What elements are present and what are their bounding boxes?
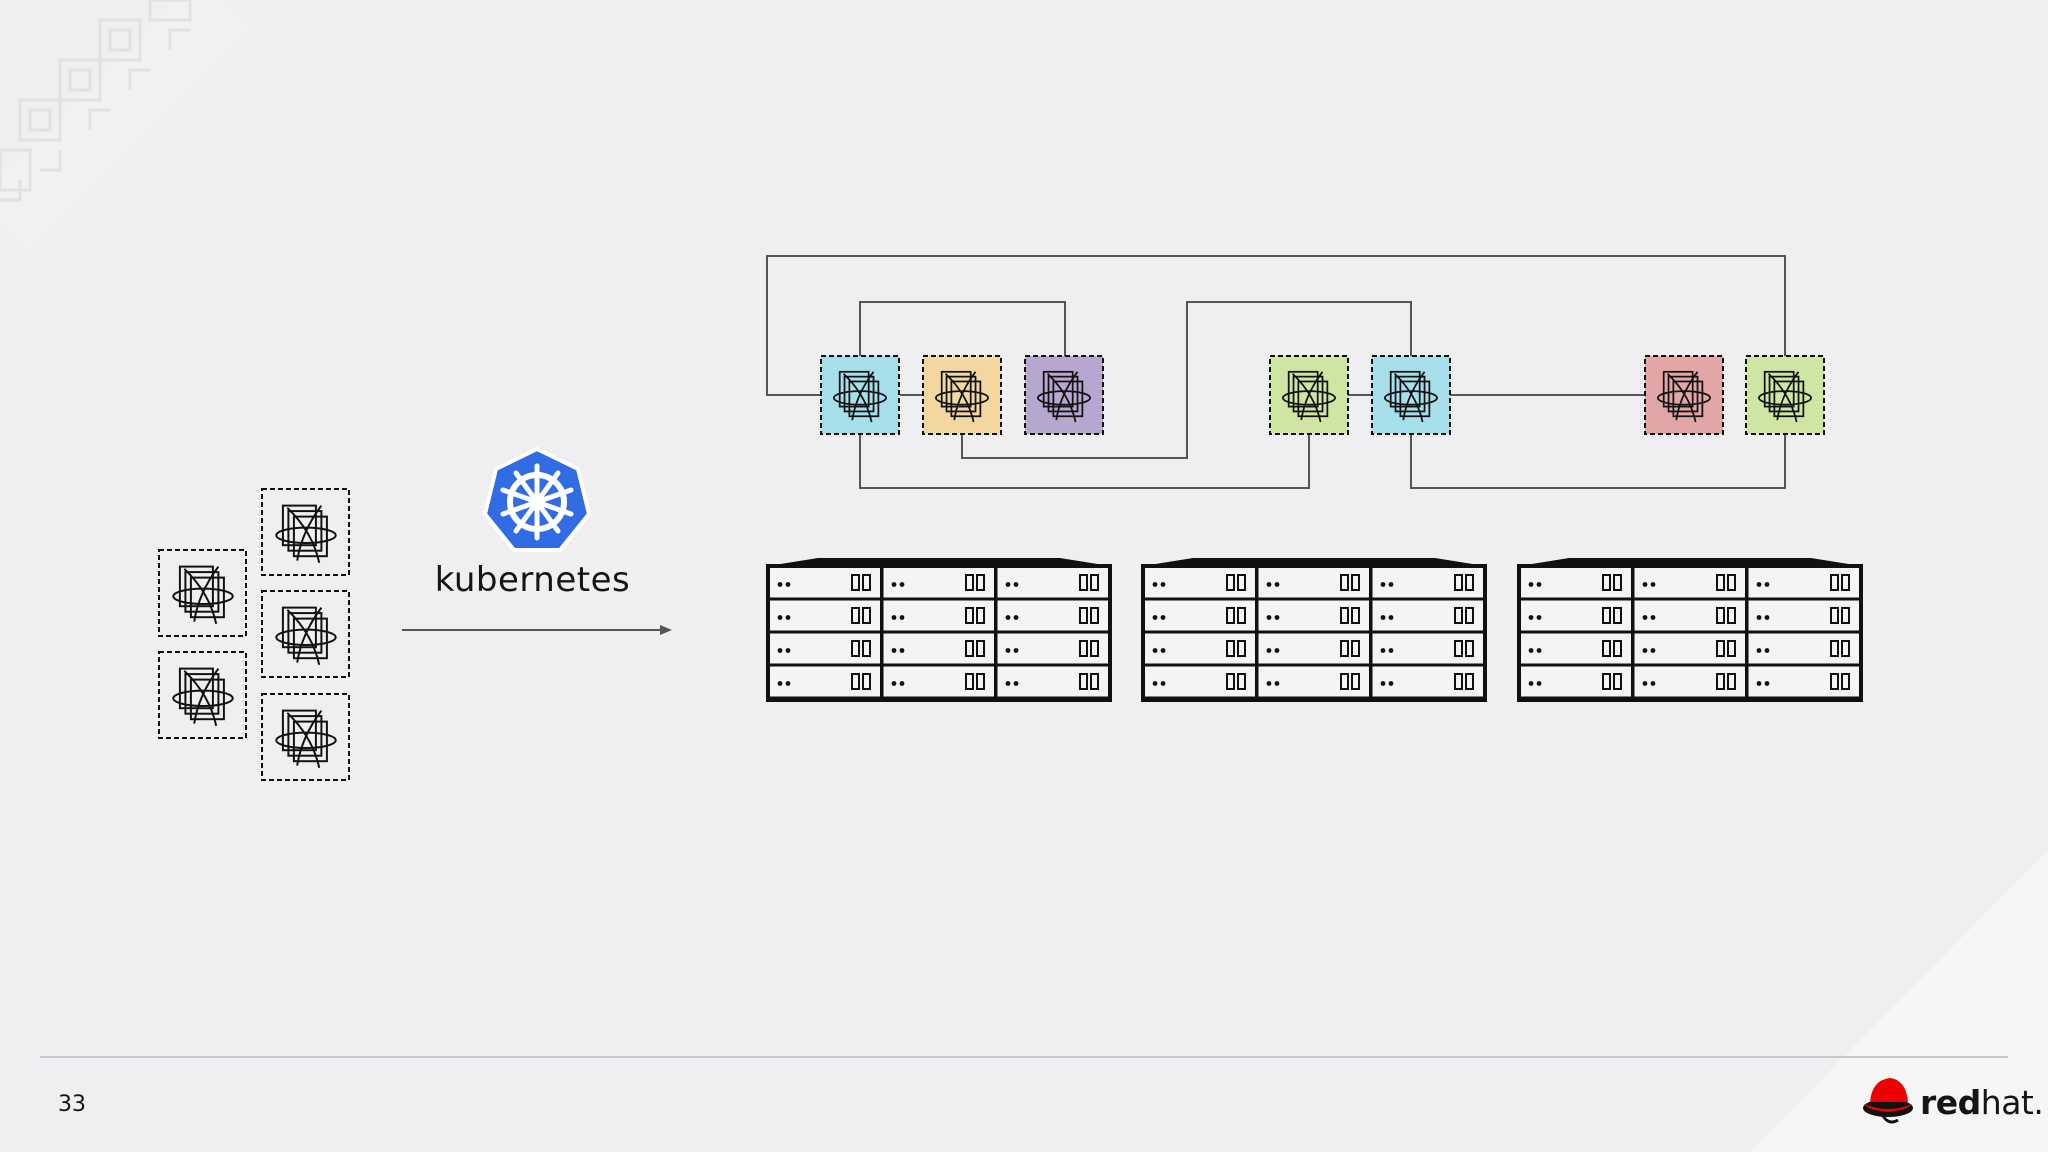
container-stack-icon [275, 606, 337, 666]
pod [820, 355, 900, 435]
pod [1745, 355, 1825, 435]
container-item [261, 488, 350, 576]
server-clusters [766, 558, 1863, 702]
pod [1371, 355, 1451, 435]
container-stack-icon [172, 667, 234, 727]
decorative-pattern [0, 0, 259, 259]
container-stack-icon [172, 565, 234, 625]
kubernetes-icon [482, 446, 592, 552]
server-rack-icon [880, 564, 998, 702]
page-number: 33 [58, 1092, 86, 1117]
redhat-shadowman-icon [1863, 1078, 1913, 1124]
container-item [261, 590, 350, 678]
pod [1269, 355, 1349, 435]
container-group [158, 488, 350, 781]
server-cluster [766, 558, 1112, 702]
server-rack-icon [1369, 564, 1487, 702]
server-rack-icon [1517, 564, 1635, 702]
pod [1644, 355, 1724, 435]
brand-wordmark: redhat. [1920, 1083, 2044, 1122]
server-rack-icon [766, 564, 884, 702]
decorative-wedge [1750, 850, 2048, 1152]
server-rack-icon [1631, 564, 1749, 702]
container-stack-icon [275, 504, 337, 564]
container-item [158, 549, 247, 637]
server-rack-icon [1255, 564, 1373, 702]
container-stack-icon [275, 709, 337, 769]
server-cluster [1141, 558, 1487, 702]
server-rack-icon [1745, 564, 1863, 702]
server-cluster [1517, 558, 1863, 702]
container-item [158, 651, 247, 739]
pod-row [820, 355, 1825, 435]
pod [922, 355, 1002, 435]
brand-wordmark-bold: red [1920, 1083, 1981, 1122]
kubernetes-label: kubernetes [434, 560, 631, 600]
container-item [261, 693, 350, 781]
server-rack-icon [994, 564, 1112, 702]
flow-arrow [402, 625, 672, 635]
pod-connections [766, 255, 1786, 489]
pod [1024, 355, 1104, 435]
brand-wordmark-light: hat. [1980, 1083, 2044, 1122]
server-rack-icon [1141, 564, 1259, 702]
